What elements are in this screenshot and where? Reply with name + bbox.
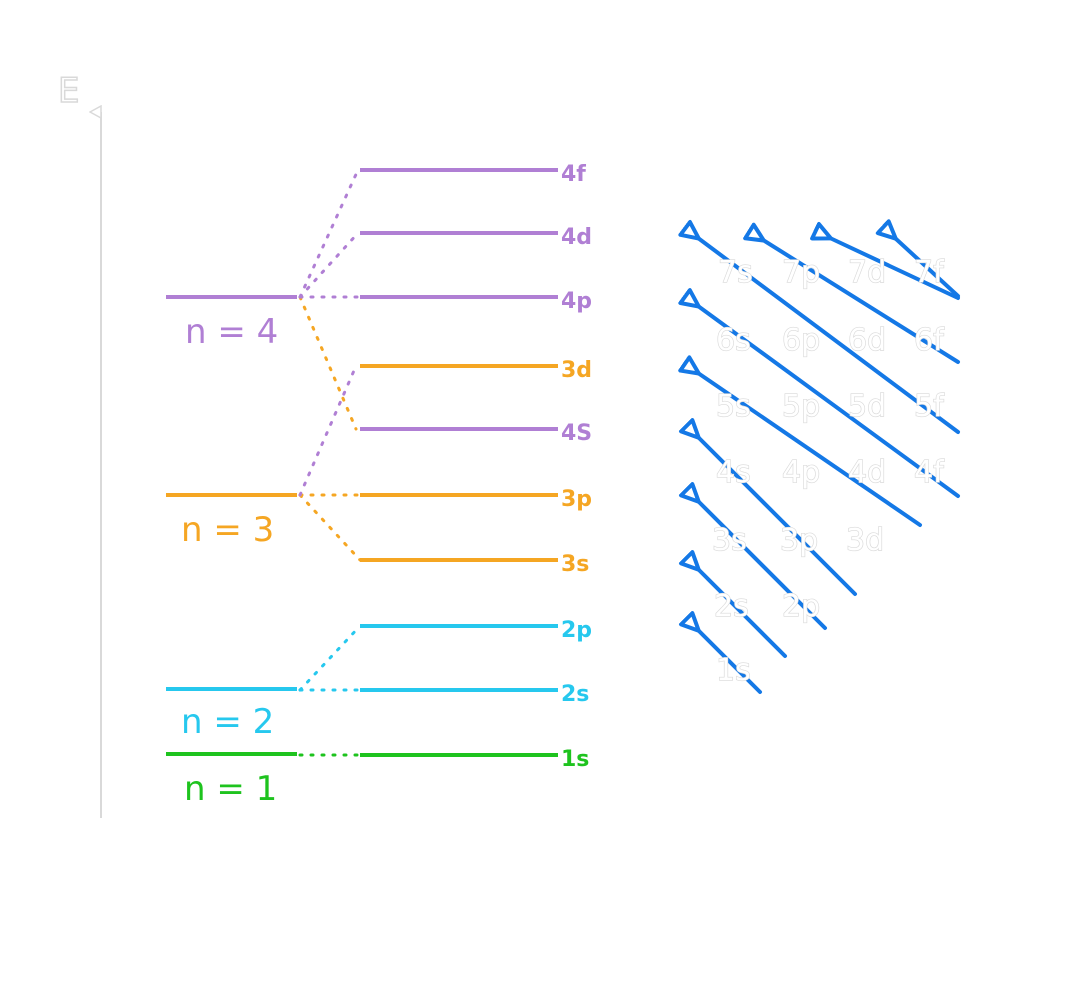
connector-4f xyxy=(298,168,360,299)
sublevel-4s-label: 4S xyxy=(561,421,592,446)
connector-3s xyxy=(298,493,362,562)
connector-4s xyxy=(298,295,358,431)
grid-label-4d: 4d xyxy=(848,455,886,490)
shell-n3-label: n = 3 xyxy=(181,510,274,550)
sublevel-4d-label: 4d xyxy=(561,225,592,250)
shell-n1-label: n = 1 xyxy=(184,769,277,809)
grid-label-5f: 5f xyxy=(914,389,945,424)
sublevel-2s-label: 2s xyxy=(561,682,589,707)
sublevels: 1s 2s 2p 3s 3p 4S 3d 4p 4d 4f xyxy=(360,162,592,772)
filling-order-arrows xyxy=(678,219,960,694)
sublevel-3s-label: 3s xyxy=(561,552,589,577)
grid-label-4p: 4p xyxy=(782,455,820,490)
filling-arrow-2 xyxy=(679,550,787,658)
sublevel-1s-label: 1s xyxy=(561,747,589,772)
connector-3d xyxy=(298,364,358,497)
grid-label-7d: 7d xyxy=(848,255,886,290)
sublevel-2p-label: 2p xyxy=(561,618,592,643)
grid-label-2p: 2p xyxy=(782,589,820,624)
filling-order-diagram: 7s 7p 7d 7f 6s 6p 6d 6f 5s 5p 5d 5f 4s 4… xyxy=(678,219,960,694)
filling-arrow-5 xyxy=(678,355,922,527)
grid-label-6d: 6d xyxy=(848,323,886,358)
grid-label-5d: 5d xyxy=(848,389,886,424)
grid-label-2s: 2s xyxy=(714,589,749,624)
grid-label-3s: 3s xyxy=(712,523,747,558)
grid-label-3d: 3d xyxy=(846,523,884,558)
level-connectors xyxy=(298,168,362,757)
filling-arrow-4 xyxy=(679,418,857,596)
grid-label-5p: 5p xyxy=(782,389,820,424)
sublevel-3p-label: 3p xyxy=(561,487,592,512)
sublevel-4f-label: 4f xyxy=(561,162,586,187)
grid-label-3p: 3p xyxy=(780,523,818,558)
grid-label-6s: 6s xyxy=(716,323,751,358)
grid-label-7p: 7p xyxy=(782,255,820,290)
shell-n4-label: n = 4 xyxy=(185,312,278,352)
connector-4d xyxy=(298,231,360,299)
grid-label-6f: 6f xyxy=(914,323,945,358)
filling-arrow-7 xyxy=(678,220,960,434)
grid-label-6p: 6p xyxy=(782,323,820,358)
filling-arrow-3 xyxy=(679,482,827,630)
energy-axis-label: E xyxy=(58,71,79,111)
filling-arrow-1 xyxy=(679,611,762,694)
grid-label-1s: 1s xyxy=(716,653,751,688)
filling-arrow-6 xyxy=(678,288,960,498)
grid-label-4f: 4f xyxy=(914,455,945,490)
grid-label-7f: 7f xyxy=(914,255,945,290)
filling-order-labels: 7s 7p 7d 7f 6s 6p 6d 6f 5s 5p 5d 5f 4s 4… xyxy=(711,254,945,688)
grid-label-7s: 7s xyxy=(718,255,753,290)
filling-arrow-9 xyxy=(810,221,960,300)
grid-label-5s: 5s xyxy=(716,389,751,424)
energy-axis: E xyxy=(57,70,102,818)
sublevel-3d-label: 3d xyxy=(561,358,592,383)
sublevel-4p-label: 4p xyxy=(561,289,592,314)
shell-levels: n = 1 n = 2 n = 3 n = 4 xyxy=(166,295,297,809)
filling-arrow-8 xyxy=(743,222,960,364)
connector-2p xyxy=(298,624,362,692)
shell-n2-label: n = 2 xyxy=(181,702,274,742)
filling-arrow-10 xyxy=(875,219,960,298)
grid-label-4s: 4s xyxy=(716,455,751,490)
